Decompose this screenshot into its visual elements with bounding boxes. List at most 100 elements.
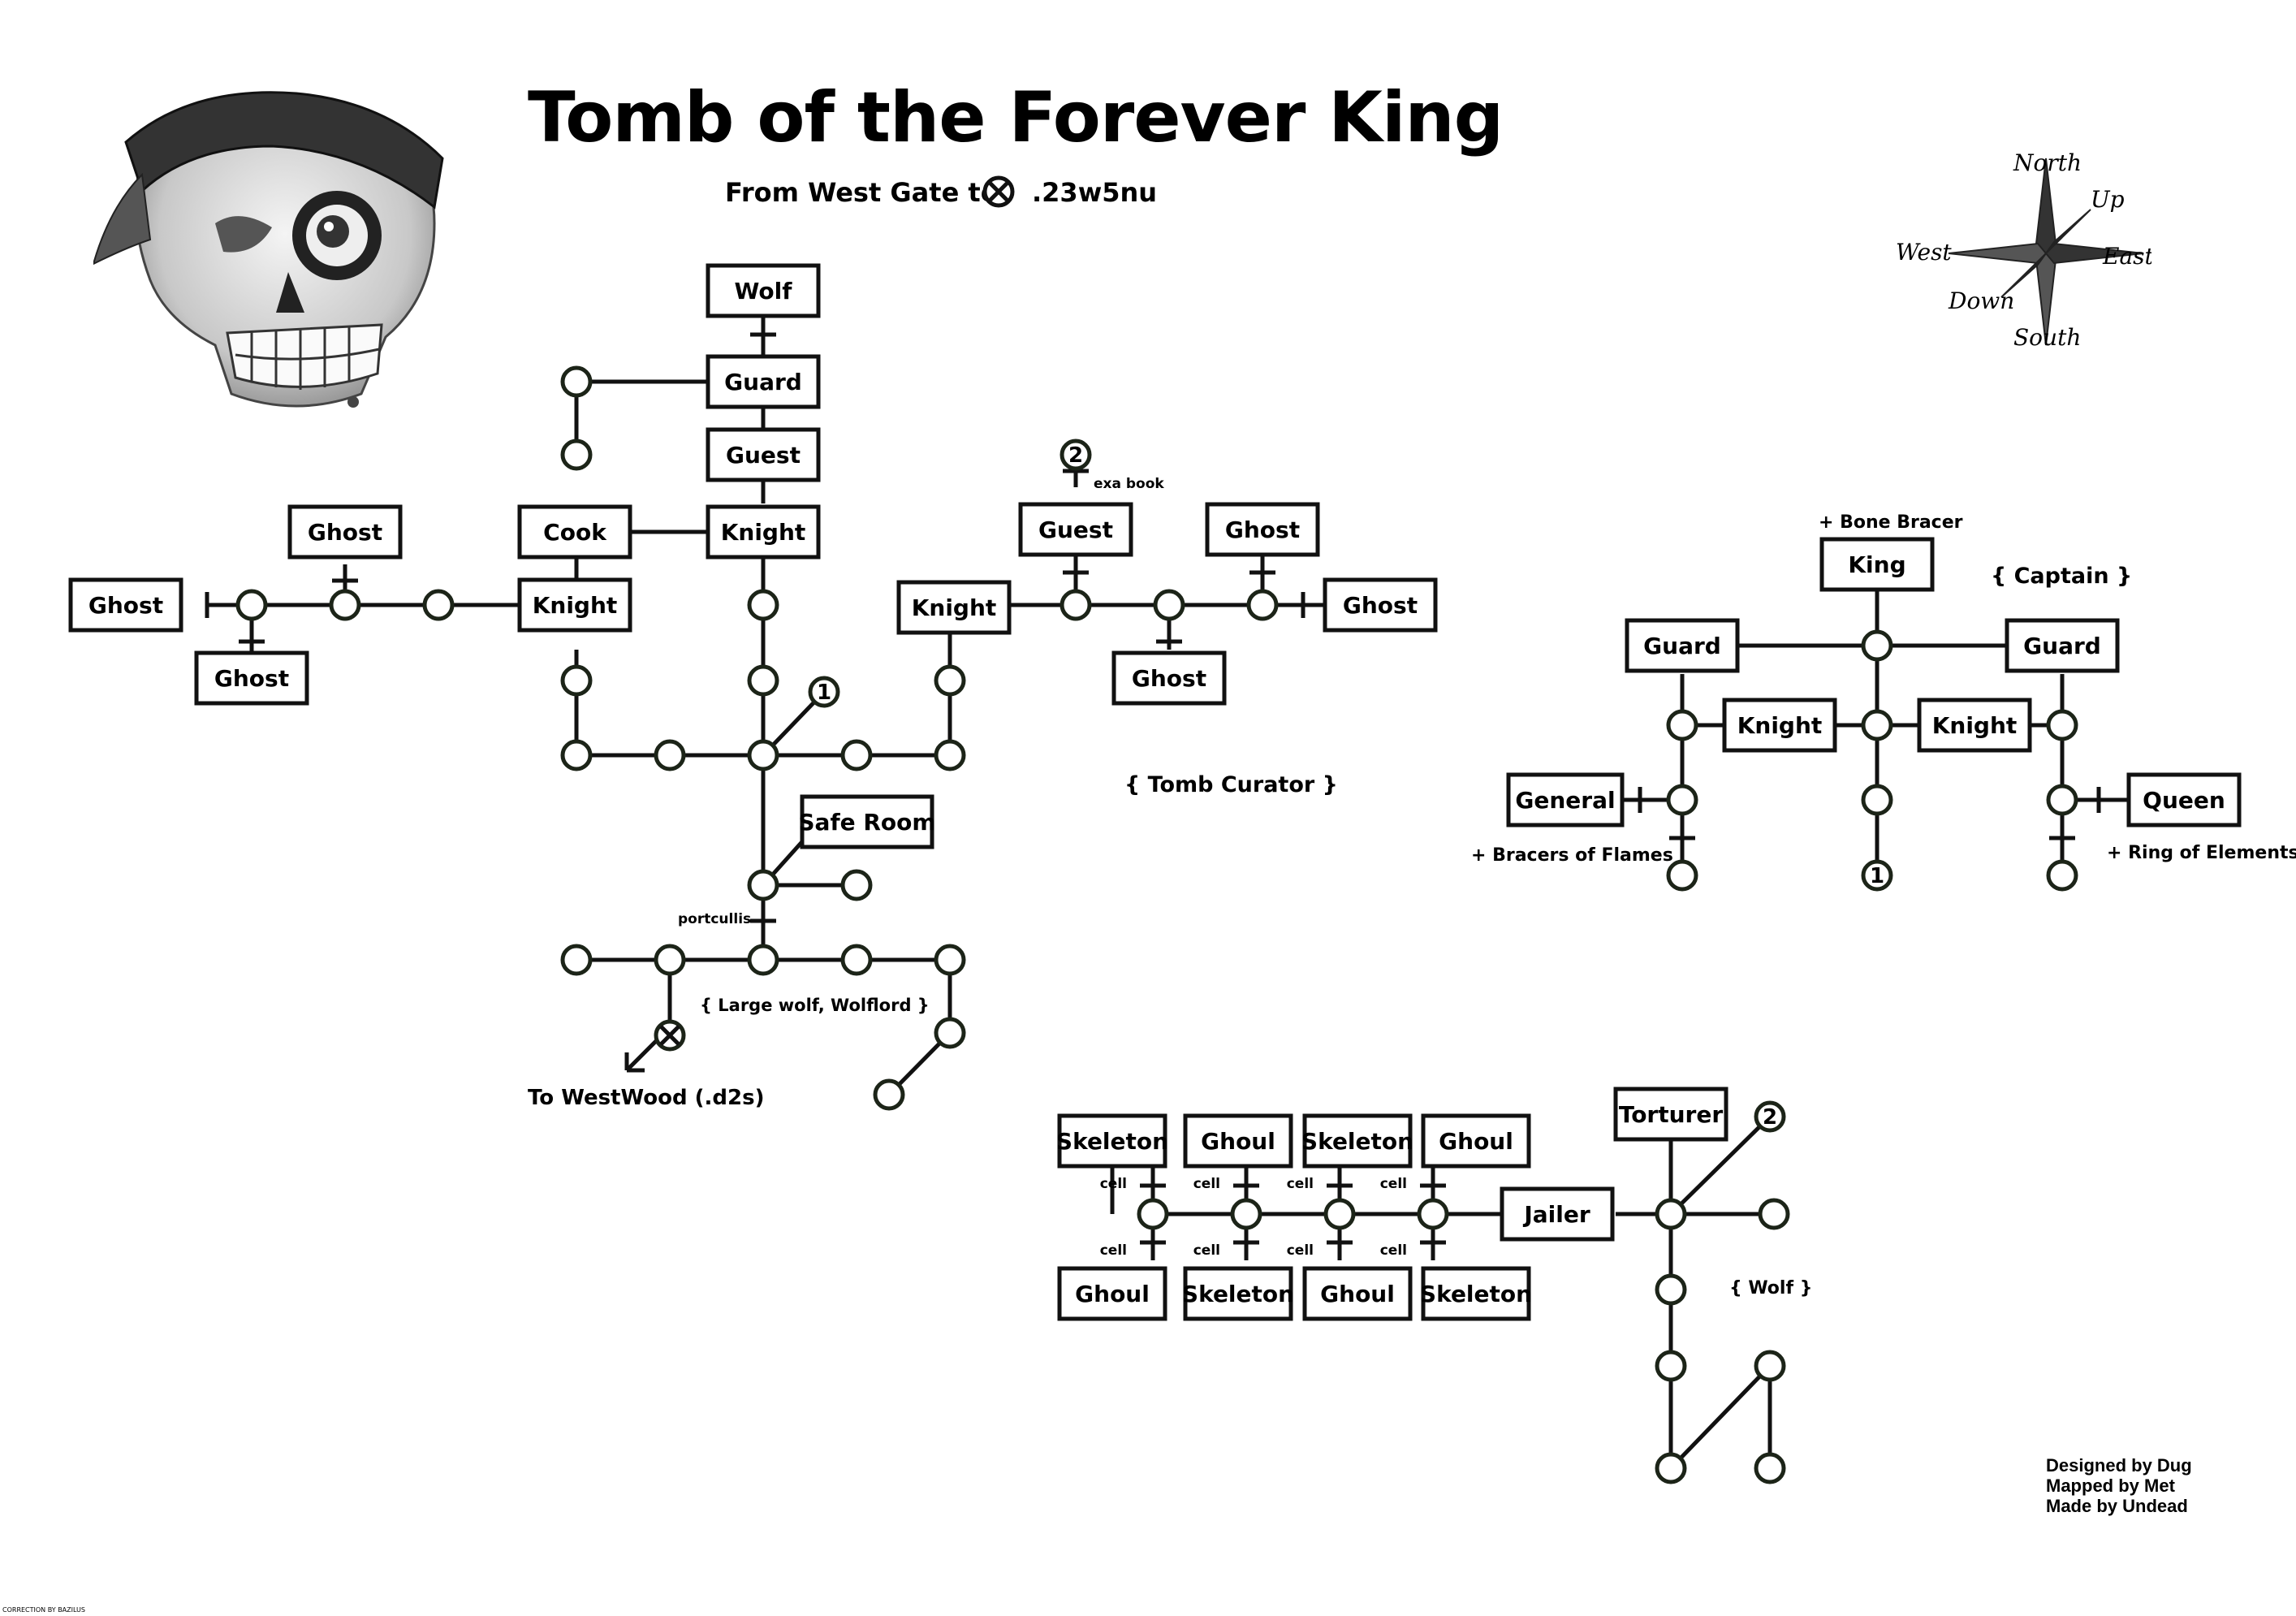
credit-mapped: Mapped by Met [2046, 1476, 2175, 1496]
room-ghost-far-left-label: Ghost [88, 592, 163, 619]
node [840, 869, 873, 901]
node [747, 739, 779, 771]
exa-book-label: exa book [1094, 476, 1164, 492]
room-skeleton-1 [1057, 1113, 1167, 1169]
cell-label: cell [1287, 1242, 1314, 1259]
node [2046, 784, 2078, 816]
marker-1-node-label: 1 [817, 681, 831, 705]
room-wolf-label: Wolf [735, 278, 793, 305]
room-ghoul-2 [1183, 1113, 1293, 1169]
node [1861, 709, 1893, 741]
room-knight-center [706, 504, 821, 560]
path-line [1669, 1115, 1772, 1216]
compass-down-label: Down [1948, 287, 2014, 314]
room-ghost-lower-left [194, 650, 309, 706]
marker-1-king-node [1861, 859, 1893, 892]
credits: Designed by Dug Mapped by Met Made by Un… [2046, 1455, 2192, 1516]
room-ghoul-5-label: Ghoul [1075, 1281, 1150, 1307]
credit-made: Made by Undead [2046, 1496, 2188, 1516]
room-king-label: King [1848, 551, 1905, 578]
node [1655, 1350, 1687, 1382]
compass-south-label: South [2013, 324, 2081, 351]
path-line [1669, 1364, 1772, 1470]
room-guard-king-right [2005, 618, 2120, 673]
node [329, 589, 361, 621]
exit-arrow-icon [624, 1052, 645, 1073]
room-skeleton-3-label: Skeleton [1301, 1128, 1413, 1155]
compass-up-label: Up [2091, 186, 2125, 213]
room-queen-label: Queen [2143, 787, 2225, 814]
wolf-note-label: { Wolf } [1729, 1278, 1812, 1298]
room-knight-right [896, 580, 1012, 635]
room-ghost-lower-left-label: Ghost [214, 665, 289, 692]
room-ghoul-7 [1302, 1266, 1413, 1321]
room-guest-top-label: Guest [726, 442, 801, 469]
room-guest-right [1018, 502, 1133, 557]
node [934, 944, 966, 976]
node [1666, 859, 1698, 892]
room-skeleton-3 [1302, 1113, 1413, 1169]
node [747, 589, 779, 621]
room-safe-room [800, 794, 934, 849]
node [1655, 1273, 1687, 1306]
room-skeleton-6-label: Skeleton [1182, 1281, 1294, 1307]
room-skeleton-8 [1421, 1266, 1531, 1321]
room-cook [517, 504, 632, 560]
room-ghost-far-right-label: Ghost [1343, 592, 1418, 619]
room-knight-king-left-label: Knight [1737, 712, 1823, 739]
node [1246, 589, 1279, 621]
correction-note: CORRECTION BY BAZILUS [2, 1606, 85, 1614]
node [1323, 1198, 1356, 1230]
room-general-label: General [1515, 787, 1615, 814]
cell-label: cell [1193, 1176, 1220, 1192]
cell-label: cell [1100, 1176, 1127, 1192]
room-safe-room-label: Safe Room [798, 809, 935, 836]
room-ghost-far-right [1323, 577, 1438, 633]
node [747, 664, 779, 697]
room-ghost-upper-left-label: Ghost [308, 519, 382, 546]
room-ghost-upper-left [287, 504, 403, 560]
node [1655, 1198, 1687, 1230]
node [934, 664, 966, 697]
room-ghoul-7-label: Ghoul [1320, 1281, 1395, 1307]
bracers-of-flames-label: + Bracers of Flames [1471, 845, 1673, 866]
node [1666, 709, 1698, 741]
room-knight-king-right [1917, 698, 2032, 753]
node [934, 739, 966, 771]
node [840, 944, 873, 976]
node [1666, 784, 1698, 816]
marker-1-king-node-label: 1 [1870, 864, 1884, 888]
room-general [1506, 772, 1625, 827]
node [934, 1017, 966, 1049]
node [1758, 1198, 1790, 1230]
room-jailer [1500, 1186, 1615, 1242]
room-skeleton-8-label: Skeleton [1420, 1281, 1532, 1307]
node [747, 944, 779, 976]
node [1417, 1198, 1449, 1230]
room-knight-king-right-label: Knight [1932, 712, 2018, 739]
skull-illustration [93, 91, 444, 408]
room-knight-right-label: Knight [912, 594, 997, 621]
portcullis-label: portcullis [678, 911, 751, 927]
room-knight-king-left [1722, 698, 1837, 753]
node [560, 664, 593, 697]
node [1230, 1198, 1262, 1230]
node [747, 869, 779, 901]
map-subtitle-suffix: .23w5nu [1032, 177, 1158, 208]
marker-2-node-label: 2 [1068, 443, 1083, 468]
room-guard-king-left [1625, 618, 1740, 673]
ring-of-elements-label: + Ring of Elements [2107, 843, 2296, 863]
room-guard-top [706, 354, 821, 409]
compass-north-label: North [2013, 149, 2082, 176]
compass-rose: North Up West East Down South [1896, 149, 2151, 351]
node [1754, 1350, 1786, 1382]
node [1153, 589, 1185, 621]
destination-marker-icon [982, 175, 1015, 208]
node [1861, 784, 1893, 816]
node [560, 365, 593, 398]
credit-designed: Designed by Dug [2046, 1455, 2192, 1476]
large-wolf-label: { Large wolf, Wolflord } [700, 996, 930, 1015]
map-subtitle-prefix: From West Gate to [725, 177, 999, 208]
